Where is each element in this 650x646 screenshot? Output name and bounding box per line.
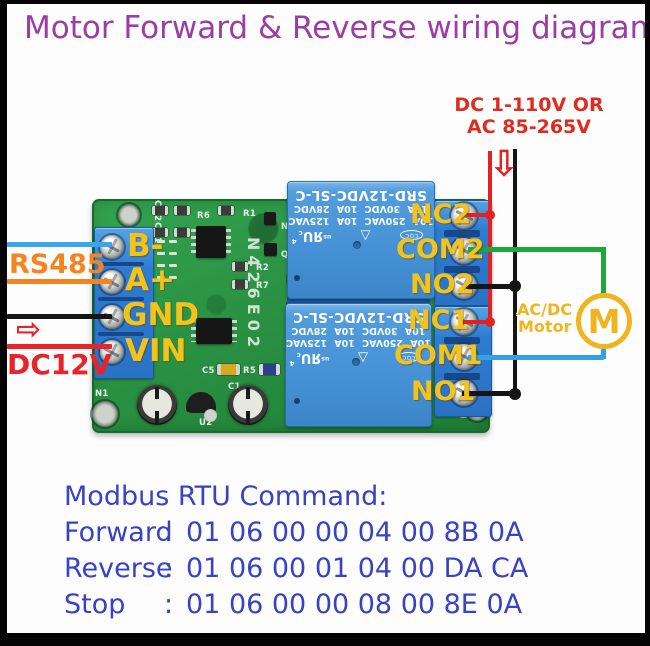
terminal-label-b-minus: B- [127, 228, 164, 264]
motor-label-line1: AC/DC [517, 300, 572, 319]
command-code: 01 06 00 00 04 00 8B 0A [186, 517, 524, 548]
silkscreen-r6: R6 [197, 211, 211, 221]
modbus-commands: Modbus RTU Command: Forward : 01 06 00 0… [64, 481, 528, 625]
motor-m: M [587, 301, 621, 341]
command-label: Reverse [64, 553, 173, 584]
wire-nc1 [462, 320, 492, 324]
terminal-label-com1: COM1 [394, 340, 483, 371]
terminal-label-nc1: NC1 [408, 305, 470, 336]
power-line-neutral [513, 149, 517, 396]
mounting-hole-icon [118, 204, 140, 226]
relay-rating-dc: 10A 30VDC 10A 28VDC [294, 203, 428, 214]
relay-model: SRD-12VDC-SL-C [292, 309, 425, 325]
junction-dot-nc2 [485, 210, 495, 220]
electrolytic-capacitor [228, 385, 268, 425]
terminal-label-nc2: NC2 [410, 199, 472, 230]
resistor [174, 228, 190, 237]
wire-com1-vertical [601, 348, 606, 359]
resistor [232, 280, 248, 289]
frame-right [645, 0, 650, 646]
resistor [152, 228, 168, 237]
wire-vin [7, 344, 112, 349]
silkscreen-n1: N1 [95, 389, 109, 399]
motor-symbol: M [576, 293, 632, 349]
motor-label-line2: Motor [518, 317, 572, 336]
resistor [218, 206, 234, 215]
power-line2: AC 85-265V [467, 116, 591, 138]
down-arrow-icon: ⇩ [489, 144, 520, 185]
terminal-label-no2: NO2 [410, 269, 475, 300]
silkscreen-r2: R2 [256, 263, 270, 273]
relay-rating-dc: 10A 30VDC 10A 28VDC [291, 325, 426, 336]
transistor [264, 212, 276, 225]
power-line-live [488, 151, 492, 324]
junction-dot-no2 [509, 280, 521, 292]
command-code: 01 06 00 00 08 00 8E 0A [186, 589, 523, 620]
silkscreen-r7: R7 [256, 281, 270, 291]
wire-no2 [466, 284, 517, 289]
terminal-label-no1: NO1 [411, 376, 476, 407]
transistor [264, 243, 277, 256]
ul-logo-icon: us ЯU c 4 [291, 228, 332, 245]
relay-2: CQC △ us ЯU c 4 10A 250VAC 10A 125VAC 10… [287, 181, 435, 299]
command-stop: Stop : 01 06 00 00 08 00 8E 0A [64, 589, 528, 625]
wire-a-plus [7, 279, 112, 284]
page-title: Motor Forward & Reverse wiring diagram [24, 10, 650, 46]
frame-left [0, 0, 7, 646]
triangle-logo-icon: △ [360, 228, 371, 243]
wire-com1 [468, 355, 604, 360]
power-source-label: DC 1-110V OR AC 85-265V [438, 94, 620, 138]
silkscreen-c1: C1 [228, 382, 241, 392]
frame-top [0, 0, 650, 4]
terminal-screw-b-minus [100, 235, 124, 259]
transistor-to92 [186, 392, 216, 413]
junction-dot-nc1 [485, 317, 495, 327]
terminal-label-a-plus: A+ [125, 262, 175, 298]
terminal-label-com2: COM2 [396, 234, 485, 265]
silkscreen-model-number: N426E02 [244, 237, 263, 352]
wire-com2-vertical [601, 247, 606, 295]
wire-b-minus [7, 242, 112, 247]
power-line1: DC 1-110V OR [454, 94, 604, 116]
junction-dot-no1 [509, 388, 521, 400]
rs485-label: RS485 [9, 249, 106, 280]
command-colon: : [164, 517, 174, 548]
silkscreen-r5: R5 [243, 366, 257, 376]
command-colon: : [164, 553, 174, 584]
wire-nc2 [466, 213, 492, 217]
dc12v-label: DC12V [7, 348, 112, 381]
wire-no1 [462, 391, 517, 396]
command-forward: Forward : 01 06 00 00 04 00 8B 0A [64, 517, 528, 553]
command-colon: : [164, 589, 174, 620]
resistor [259, 364, 280, 375]
command-label: Forward [64, 517, 173, 548]
ic-chip [191, 226, 231, 258]
resistor [152, 206, 168, 215]
right-arrow-icon: ⇨ [16, 312, 42, 347]
solder-pad [204, 409, 217, 422]
mounting-hole-icon [92, 401, 118, 427]
ic-chip [191, 318, 237, 344]
commands-heading: Modbus RTU Command: [64, 481, 388, 512]
resistor [232, 262, 248, 271]
frame-bottom [0, 633, 650, 646]
capacitor [217, 364, 240, 375]
electrolytic-capacitor [137, 385, 177, 425]
silkscreen-u2: U2 [199, 418, 213, 428]
silkscreen-c5: C5 [202, 366, 215, 376]
terminal-label-gnd: GND [122, 297, 200, 333]
terminal-label-vin: VIN [125, 333, 187, 369]
command-label: Stop [64, 589, 126, 620]
wire-com2 [468, 247, 604, 252]
resistor [174, 206, 190, 215]
wire-gnd [7, 314, 112, 319]
command-reverse: Reverse : 01 06 00 01 04 00 DA CA [64, 553, 528, 589]
command-code: 01 06 00 01 04 00 DA CA [186, 553, 529, 584]
relay-model: SRD-12VDC-SL-C [295, 187, 427, 203]
ul-logo-icon: us ЯU c 4 [289, 350, 330, 367]
left-terminal-block [94, 227, 154, 379]
silkscreen-r1: R1 [243, 209, 257, 219]
